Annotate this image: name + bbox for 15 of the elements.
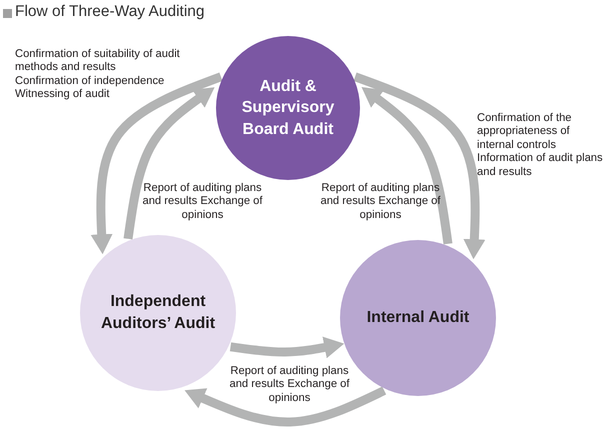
curved-arrow (124, 87, 215, 240)
edge-label: Confirmation of the appropriateness of internal controls Information of audit plans and results (477, 112, 604, 180)
curved-arrow (184, 386, 386, 426)
curved-arrow (362, 86, 452, 244)
node-label: Audit & Supervisory Board Audit (240, 76, 336, 140)
curved-arrow (230, 336, 344, 358)
curved-arrow (354, 72, 486, 260)
edge-label: Report of auditing plans and results Exchange of opinions (141, 182, 264, 222)
edge-label: Report of auditing plans and results Exchange of opinions (228, 365, 351, 406)
node-label: Internal Audit (366, 308, 470, 328)
node-label: Independent Auditors’ Audit (100, 292, 216, 334)
diagram-title: Flow of Three-Way Auditing (15, 3, 205, 21)
curved-arrow (90, 72, 222, 254)
edge-label: Confirmation of suitability of audit methods and results Confirmation of independence Witnessing of audit (15, 48, 180, 102)
edge-label: Report of auditing plans and results Exchange of opinions (319, 182, 442, 222)
